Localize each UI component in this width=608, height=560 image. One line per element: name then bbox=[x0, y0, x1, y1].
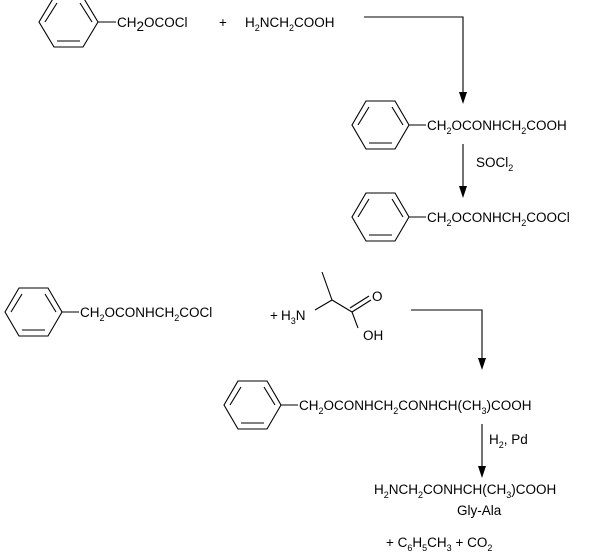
plus-sign-1: + bbox=[219, 15, 227, 30]
cbz-dipeptide-formula: CH2OCONHCH2CONHCH(CH3)COOH bbox=[299, 398, 532, 416]
cbz-dipeptide: CH2OCONHCH2CONHCH(CH3)COOH bbox=[223, 380, 532, 430]
reaction-arrow-2 bbox=[459, 144, 467, 198]
benzene-ring-1 bbox=[38, 0, 116, 48]
reaction-arrow-1 bbox=[364, 16, 467, 104]
ammonium-group: H3N bbox=[281, 308, 306, 326]
cbz-chloride-formula: CH2OCOCl bbox=[117, 15, 188, 34]
benzene-ring-4 bbox=[4, 287, 79, 337]
bond-calpha-methyl bbox=[321, 271, 333, 301]
alanine: + H3N O OH bbox=[270, 271, 383, 343]
cbz-glycyl-chloride-formula-b: CH2OCONHCH2COCl bbox=[80, 305, 212, 323]
hydroxyl-group: OH bbox=[363, 328, 383, 343]
benzene-ring-3 bbox=[351, 192, 426, 242]
reaction-arrow-3 bbox=[411, 309, 486, 370]
bond-carboxyl-hydroxyl bbox=[351, 311, 359, 329]
cbz-glycyl-chloride-formula-a: CH2OCONHCH2COOCl bbox=[427, 210, 570, 228]
cbz-glycyl-chloride-a: CH2OCONHCH2COOCl bbox=[351, 192, 570, 242]
reagent-socl2: SOCl2 bbox=[476, 155, 513, 173]
reaction-arrow-4 bbox=[478, 424, 486, 478]
gly-ala-name: Gly-Ala bbox=[457, 503, 502, 518]
bond-n-calpha bbox=[314, 299, 333, 311]
cbz-glycine: CH2OCONHCH2COOH bbox=[351, 100, 567, 150]
glycine-formula: H2NCH2COOH bbox=[245, 15, 335, 33]
gly-ala-formula: H2NCH2CONHCH(CH3)COOH bbox=[374, 482, 556, 500]
carbonyl-oxygen: O bbox=[372, 289, 383, 304]
bond-carboxyl-oxo-1 bbox=[351, 299, 372, 313]
benzene-ring-2 bbox=[351, 100, 426, 150]
plus-sign-2: + bbox=[270, 308, 278, 323]
cbz-glycine-formula: CH2OCONHCH2COOH bbox=[427, 118, 567, 136]
cbz-glycyl-chloride-b: CH2OCONHCH2COCl bbox=[4, 287, 212, 337]
bond-calpha-carboxyl bbox=[331, 299, 353, 313]
benzyl-chloroformate: CH2OCOCl bbox=[38, 0, 188, 48]
reagent-h2-pd: H2, Pd bbox=[489, 432, 528, 450]
bond-carboxyl-oxo-2 bbox=[349, 295, 370, 309]
benzene-ring-5 bbox=[223, 380, 298, 430]
byproducts: + C6H5CH3 + CO2 bbox=[386, 535, 492, 553]
